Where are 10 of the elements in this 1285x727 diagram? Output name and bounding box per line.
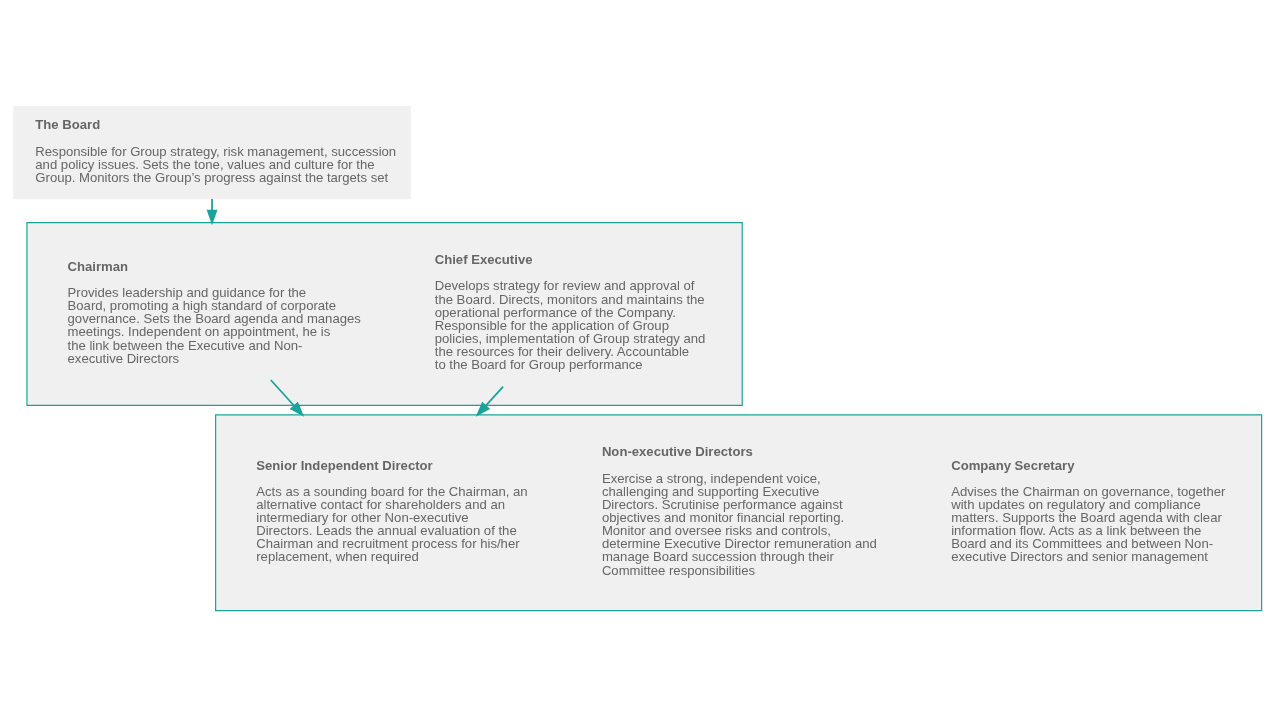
- arrow: [206, 198, 218, 226]
- arrow: [269, 379, 305, 417]
- node-text: Senior Independent Director Acts as a sounding board for the Chairman, an alternative contact for shareholders and an intermediary for other Non-executive Directors. Leads the annual evaluation of the Chairman and recruitment process for his/her replacement, when required: [256, 457, 528, 565]
- node-text: Chairman Provides leadership and guidance for the Board, promoting a high standard of corporate governance. Sets the Board agenda and manages meetings. Independent on appointment, he is the link between the Executive and Non-executive Directors: [67, 258, 361, 366]
- arrow: [475, 385, 505, 417]
- node-text: Company Secretary Advises the Chairman on governance, together with updates on regulatory and compliance matters. Supports the Board agenda with clear information flow. Acts as a link between the Board and its Committees and between Non-executive Directors and senior management: [951, 457, 1226, 565]
- node-text: Non-executive Directors Exercise a strong, independent voice, challenging and supporting Executive Directors. Scrutinise performance against objectives and monitor financial reporting. Monitor and oversee risks and controls, determine Executive Director remuneration and manage Board succession through their Committee responsibilities: [601, 444, 877, 578]
- node-text: Chief Executive Develops strategy for review and approval of the Board. Directs, monitors and maintains the operational performance of the Company. Responsible for the application of Group policies, implementation of Group strategy and the resources for their delivery. Accountable to the Board for Group performance: [434, 252, 706, 373]
- node-box: The Board Responsible for Group strategy, risk management, succession and policy issues. Sets the tone, values and culture for the Group. Monitors the Group’s progress against the targets set: [13, 106, 411, 200]
- cluster: [215, 414, 1263, 612]
